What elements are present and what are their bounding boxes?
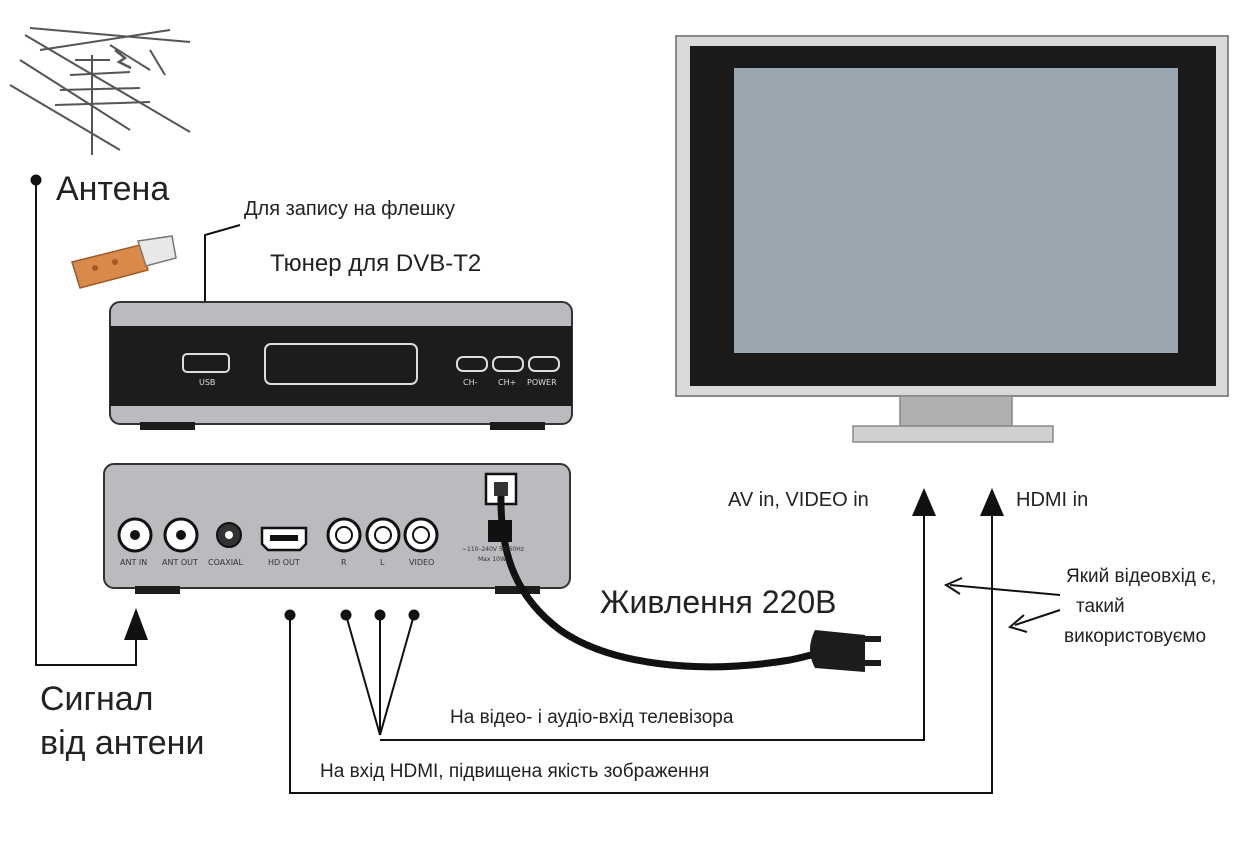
tv-monitor xyxy=(675,35,1229,443)
note-arrows xyxy=(943,577,1061,633)
av-route-line xyxy=(380,510,925,741)
ant-in-connector xyxy=(117,517,153,553)
power-cable xyxy=(497,495,831,671)
signal-label-line2: від антени xyxy=(40,724,205,762)
power-spec-line2: Max 10W xyxy=(478,556,506,563)
power-spec-line1: ~110–240V 50/60Hz xyxy=(462,546,524,553)
ch-minus-button xyxy=(456,356,488,372)
power-input-socket xyxy=(484,472,518,506)
display-window xyxy=(264,343,418,385)
rca-r-connector xyxy=(326,517,362,553)
rca-r-label: R xyxy=(341,558,347,567)
signal-label-line1: Сигнал xyxy=(40,680,154,718)
power-label: Живлення 220В xyxy=(600,584,837,620)
av-in-arrow xyxy=(912,488,936,516)
tuner-front-panel xyxy=(109,301,573,430)
tuner-rear-panel xyxy=(103,463,571,594)
usb-port-label: USB xyxy=(199,378,216,387)
rca-video-connector xyxy=(403,517,439,553)
power-button-label: POWER xyxy=(527,378,557,387)
note-line2: такий xyxy=(1076,596,1125,617)
rca-video-label: VIDEO xyxy=(409,558,435,567)
coaxial-connector xyxy=(216,522,242,548)
ant-out-label: ANT OUT xyxy=(162,558,198,567)
usb-port xyxy=(182,353,230,373)
power-plug-icon xyxy=(810,630,881,672)
rca-l-label: L xyxy=(380,558,385,567)
ant-in-label: ANT IN xyxy=(120,558,148,567)
power-button xyxy=(528,356,560,372)
ch-plus-button xyxy=(492,356,524,372)
note-line3: використовуємо xyxy=(1064,626,1207,647)
av-route-label: На відео- і аудіо-вхід телевізора xyxy=(450,707,734,728)
usb-note-label: Для запису на флешку xyxy=(244,198,456,220)
antenna-icon xyxy=(9,27,191,155)
hdmi-in-label: HDMI in xyxy=(1016,489,1089,511)
ch-minus-label: CH- xyxy=(463,378,478,387)
note-line1: Який відеовхід є, xyxy=(1066,566,1217,587)
rca-fan-lines xyxy=(340,609,420,736)
usb-flash-drive-icon xyxy=(71,235,177,289)
rca-l-connector xyxy=(365,517,401,553)
ch-plus-label: CH+ xyxy=(498,378,517,387)
hdmi-in-arrow xyxy=(980,488,1004,516)
antenna-signal-arrow xyxy=(124,608,148,640)
coaxial-label: COAXIAL xyxy=(208,558,243,567)
tv-screen xyxy=(734,68,1178,353)
ant-out-connector xyxy=(163,517,199,553)
antenna-label: Антена xyxy=(56,170,170,208)
usb-pointer-line xyxy=(204,224,241,330)
hdmi-route-line xyxy=(284,510,993,794)
hd-out-label: HD OUT xyxy=(268,558,300,567)
av-in-label: AV in, VIDEO in xyxy=(728,489,869,511)
hdmi-route-label: На вхід HDMI, підвищена якість зображенн… xyxy=(320,761,710,782)
hdmi-out-connector xyxy=(260,526,308,552)
tuner-title: Тюнер для DVB-T2 xyxy=(270,250,482,277)
